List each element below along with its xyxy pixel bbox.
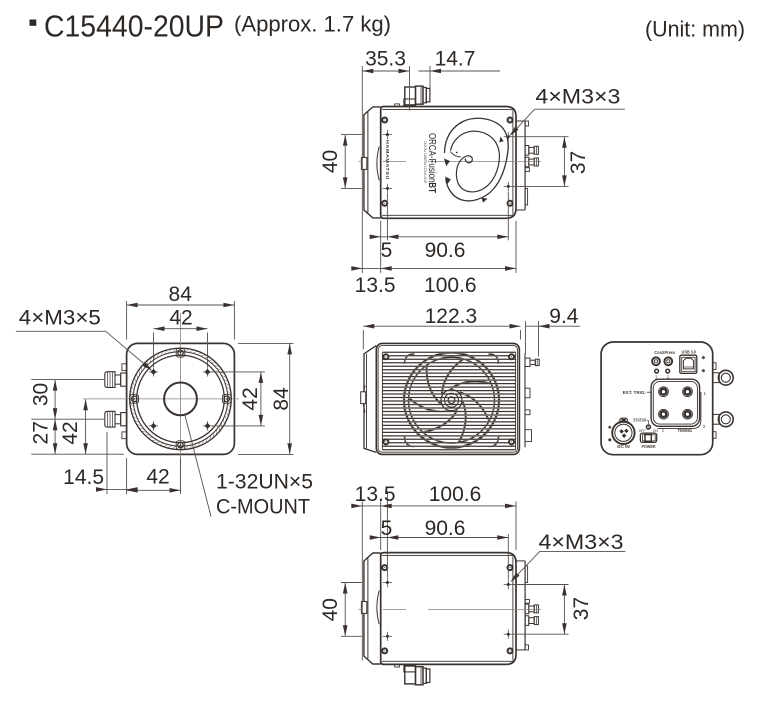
svg-text:42: 42 [239,387,262,410]
svg-text:40: 40 [319,150,342,173]
svg-text:EXT. TRIG.: EXT. TRIG. [623,390,646,395]
svg-text:84: 84 [169,283,193,306]
svg-text:1-32UN×5: 1-32UN×5 [216,471,313,494]
svg-text:C-MOUNT: C-MOUNT [216,496,310,519]
svg-text:4×M3×3: 4×M3×3 [535,86,620,109]
svg-text:2: 2 [662,428,665,433]
svg-text:5: 5 [381,517,393,540]
svg-text:30: 30 [30,383,53,406]
svg-text:27: 27 [30,421,53,444]
svg-text:STATUS: STATUS [633,418,646,423]
svg-text:1: 1 [655,374,658,379]
svg-text:42: 42 [169,307,192,330]
svg-text:42: 42 [59,421,82,444]
svg-text:DIGITAL CAMERA C15440-20UP: DIGITAL CAMERA C15440-20UP [423,142,427,184]
svg-text:14.7: 14.7 [435,48,476,71]
svg-text:84: 84 [270,387,293,411]
svg-text:USB 3.0: USB 3.0 [682,350,697,355]
svg-text:C15440-20UP: C15440-20UP [44,9,224,44]
svg-text:ORCA-FusionBT: ORCA-FusionBT [426,133,438,193]
svg-text:(Unit: mm): (Unit: mm) [645,17,745,42]
svg-text:HAMAMATSU: HAMAMATSU [385,140,390,180]
svg-text:1: 1 [704,391,707,396]
svg-text:40: 40 [319,598,342,621]
svg-text:90.6: 90.6 [425,239,466,262]
svg-text:42: 42 [146,466,169,489]
svg-text:OFF: OFF [639,429,646,433]
svg-text:100.6: 100.6 [424,274,477,297]
svg-text:3: 3 [703,424,706,429]
svg-text:35.3: 35.3 [365,48,406,71]
svg-text:CoaXPress: CoaXPress [654,350,675,355]
svg-text:100.6: 100.6 [429,483,482,506]
svg-text:13.5: 13.5 [355,274,396,297]
svg-text:ON: ON [653,429,659,433]
svg-text:TIMING: TIMING [678,428,693,433]
svg-text:14.5: 14.5 [63,466,104,489]
svg-text:37: 37 [567,151,590,174]
svg-text:37: 37 [570,597,593,620]
svg-text:5: 5 [381,239,393,262]
svg-text:4×M3×5: 4×M3×5 [19,307,101,330]
svg-text:(Approx. 1.7 kg): (Approx. 1.7 kg) [234,12,391,37]
svg-text:9.4: 9.4 [549,305,579,328]
svg-text:122.3: 122.3 [425,305,478,328]
svg-text:90.6: 90.6 [425,517,466,540]
svg-text:DC IN: DC IN [617,444,630,449]
svg-text:2: 2 [667,374,670,379]
svg-text:POWER: POWER [642,444,656,449]
svg-text:13.5: 13.5 [355,483,396,506]
svg-text:4×M3×3: 4×M3×3 [539,531,624,554]
